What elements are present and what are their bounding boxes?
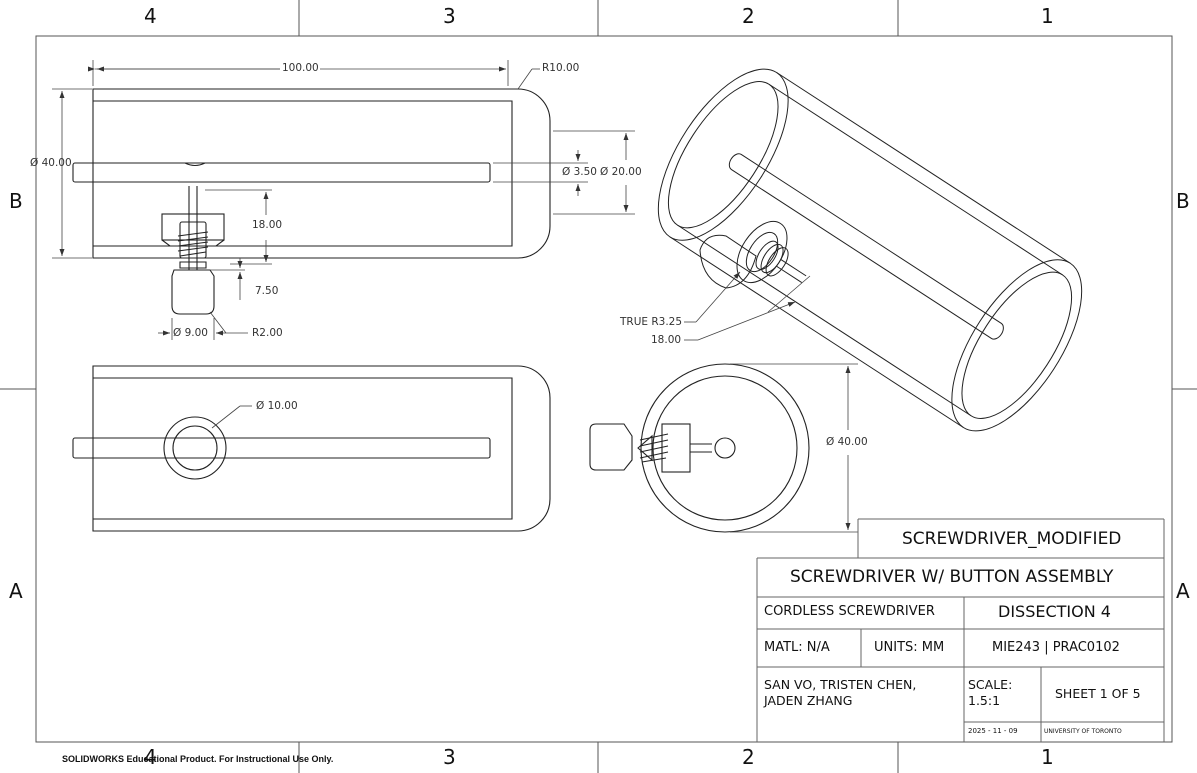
dim-hole-diameter: Ø 10.00 (256, 400, 298, 412)
dim-inner-diameter: Ø 20.00 (600, 166, 642, 178)
front-view (72, 88, 551, 315)
scale-label: SCALE: (968, 677, 1013, 692)
zone-top-1: 1 (1041, 4, 1054, 28)
zone-bottom-2: 2 (742, 745, 755, 769)
dim-end-diameter: Ø 40.00 (826, 436, 868, 448)
material-field: MATL: N/A (764, 640, 830, 655)
scale-value: 1.5:1 (968, 693, 1001, 708)
institution: UNIVERSITY OF TORONTO (1044, 728, 1122, 735)
zone-top-4: 4 (144, 4, 157, 28)
dissection-number: DISSECTION 4 (998, 602, 1111, 621)
title-block-grid (756, 518, 1165, 742)
front-view-dimensions (52, 60, 635, 340)
zone-right-a: A (1176, 579, 1190, 603)
dim-outer-diameter: Ø 40.00 (30, 157, 72, 169)
dim-corner-radius: R10.00 (542, 62, 580, 74)
drawing-date: 2025 - 11 - 09 (968, 727, 1018, 735)
zone-right-b: B (1176, 189, 1190, 213)
educational-watermark: SOLIDWORKS Educational Product. For Inst… (62, 754, 334, 764)
drawing-name: SCREWDRIVER_MODIFIED (902, 529, 1122, 549)
dim-button-diameter: Ø 9.00 (173, 327, 208, 339)
end-view-dimensions (730, 363, 858, 533)
dim-length: 100.00 (282, 62, 319, 74)
isometric-dimensions (684, 271, 811, 341)
top-view (72, 365, 551, 532)
zone-left-a: A (9, 579, 23, 603)
zone-top-3: 3 (443, 4, 456, 28)
dim-true-radius: TRUE R3.25 (620, 316, 683, 328)
isometric-view (657, 68, 1083, 432)
zone-bottom-3: 3 (443, 745, 456, 769)
zone-top-2: 2 (742, 4, 755, 28)
dim-button-offset: 18.00 (252, 219, 283, 231)
top-view-dimensions (211, 405, 252, 429)
zone-left-b: B (9, 189, 23, 213)
dim-button-radius: R2.00 (252, 327, 283, 339)
drawing-title: SCREWDRIVER W/ BUTTON ASSEMBLY (790, 567, 1114, 587)
authors-line-2: JADEN ZHANG (764, 693, 853, 708)
authors-line-1: SAN VO, TRISTEN CHEN, (764, 677, 917, 692)
zone-bottom-4: 4 (144, 745, 157, 769)
dim-iso-offset: 18.00 (651, 334, 682, 346)
sheet-number: SHEET 1 OF 5 (1055, 686, 1141, 701)
end-view (589, 363, 810, 533)
course-code: MIE243 | PRAC0102 (992, 640, 1120, 655)
dim-button-height: 7.50 (255, 285, 279, 297)
units-field: UNITS: MM (874, 640, 945, 655)
product-name: CORDLESS SCREWDRIVER (764, 604, 935, 619)
zone-bottom-1: 1 (1041, 745, 1054, 769)
dim-slot-width: Ø 3.50 (562, 166, 597, 178)
